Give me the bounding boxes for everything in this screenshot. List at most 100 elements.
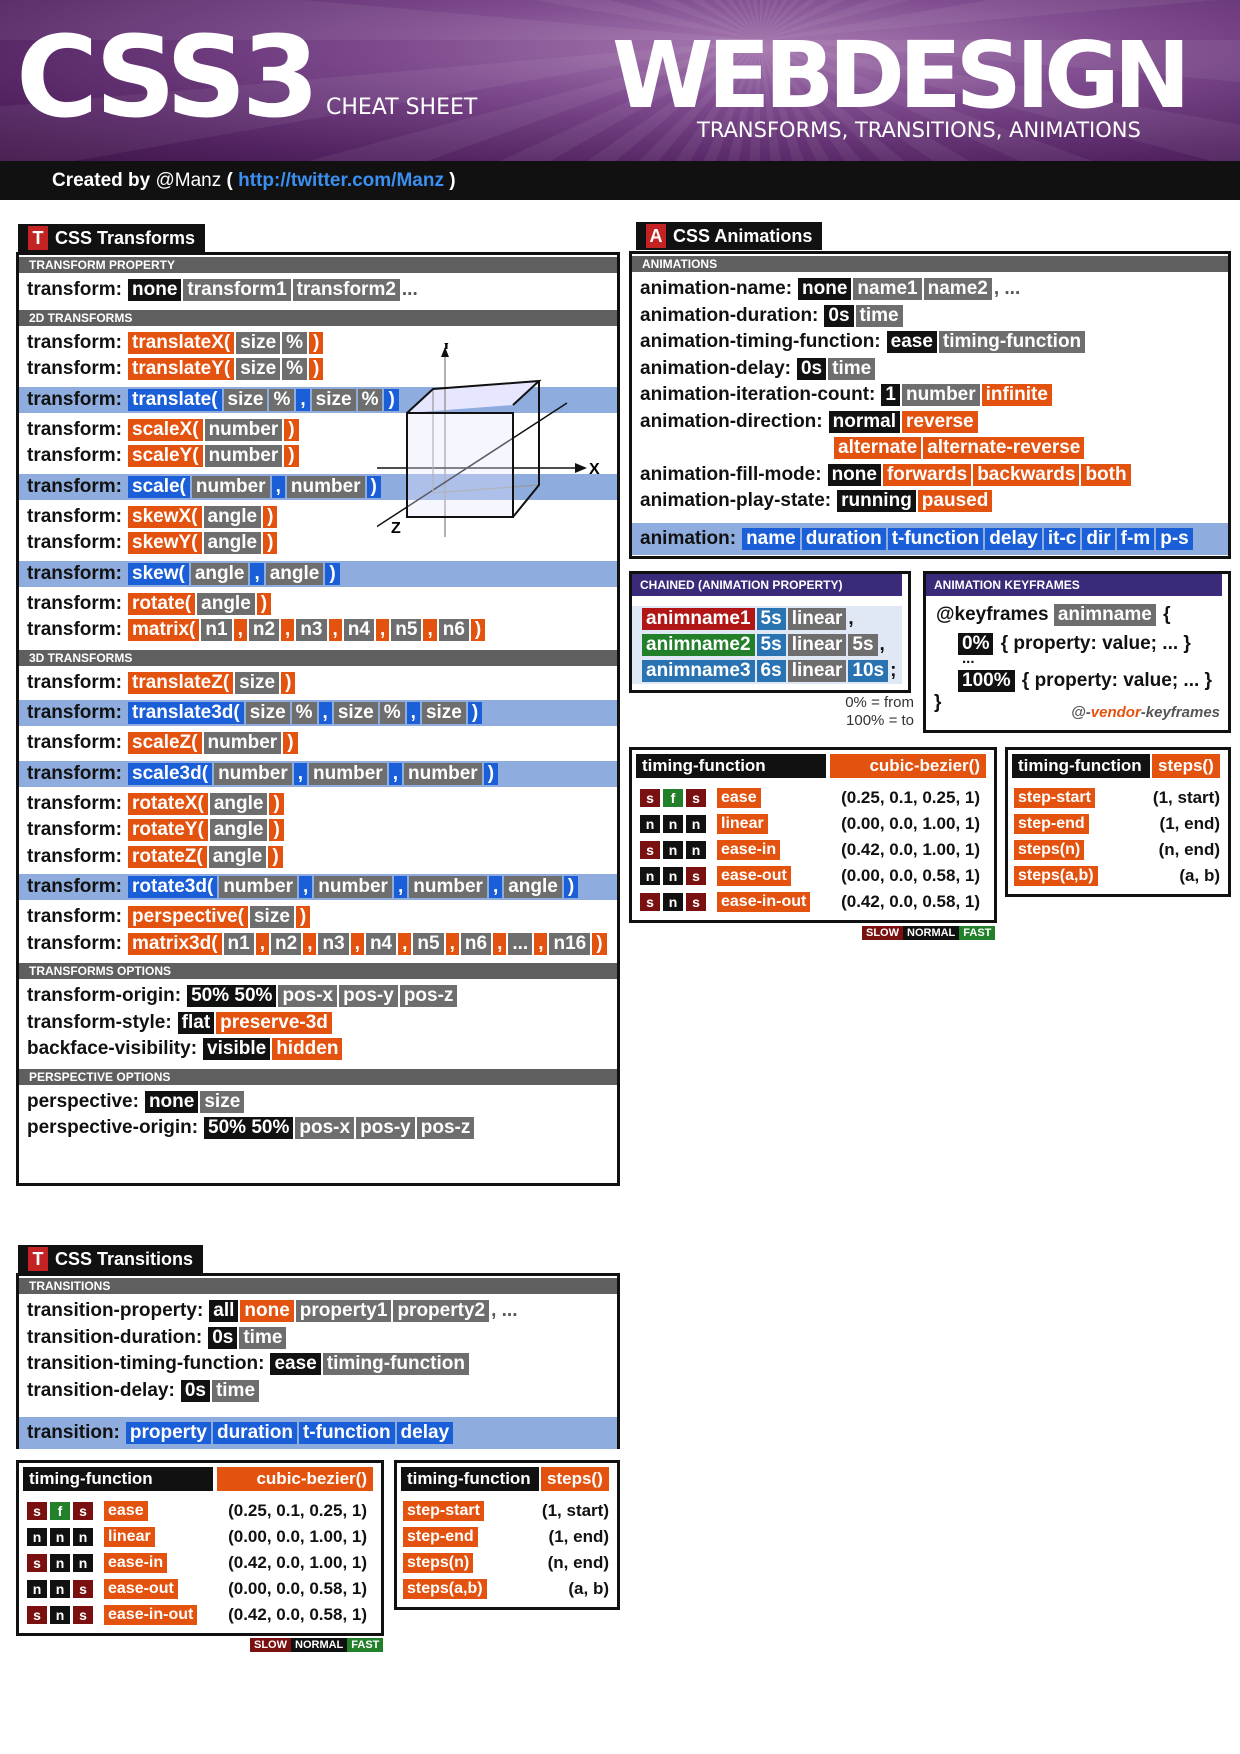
timing-name: ease-in xyxy=(104,1553,168,1573)
value-chip: scaleZ( xyxy=(128,732,202,754)
value-chip: ) xyxy=(268,845,283,868)
section-header: TRANSFORM PROPERTY xyxy=(19,257,617,273)
value-chip: skewX( xyxy=(128,505,202,528)
value-chip: none xyxy=(128,279,182,301)
x-arrow-head xyxy=(575,463,587,473)
value-chip: property2 xyxy=(393,1300,490,1322)
ray xyxy=(760,40,782,161)
value-chip: running xyxy=(837,490,916,512)
value-chip: number xyxy=(203,732,282,754)
value-chip: 5s xyxy=(756,608,786,630)
value-chip: forwards xyxy=(882,463,972,486)
keyframe-100-body: { property: value; ... } xyxy=(1021,670,1212,691)
steps-name: steps(n) xyxy=(1014,840,1085,860)
value-chip: translate3d( xyxy=(128,702,244,724)
value-chip: , xyxy=(388,762,402,785)
value-chip: ) xyxy=(592,932,607,955)
value-chip: % xyxy=(379,702,405,724)
speed-square: s xyxy=(27,1502,47,1520)
value-chip: n5 xyxy=(391,619,422,641)
property-name: transform: xyxy=(27,592,123,614)
ray xyxy=(760,0,779,40)
value-chip: ) xyxy=(563,876,579,898)
property-name: transform: xyxy=(27,932,123,954)
transform-row: transform:matrix(n1,n2,n3,n4,n5,n6) xyxy=(19,617,617,643)
value-chip: % xyxy=(269,388,295,411)
value-chip: timing-function xyxy=(322,1353,469,1375)
speed-square: s xyxy=(73,1580,93,1598)
ray xyxy=(760,0,800,40)
value-chip: time xyxy=(239,1326,287,1349)
steps-value: (n, end) xyxy=(1158,840,1220,859)
property-name: animation-fill-mode: xyxy=(640,463,822,485)
legend-normal: NORMAL xyxy=(291,1638,348,1652)
value-chip: normal xyxy=(828,410,900,433)
value-chip: number xyxy=(901,384,980,406)
value-chip: ) xyxy=(470,619,486,641)
row-suffix: ; xyxy=(890,660,897,681)
property-name: animation-delay: xyxy=(640,357,791,379)
row-suffix: ... xyxy=(401,279,418,300)
value-chip: paused xyxy=(917,490,993,512)
speed-square: n xyxy=(27,1580,47,1598)
value-chip: , xyxy=(534,932,548,955)
speed-square: n xyxy=(73,1554,93,1572)
transform-row: transform:scaleZ(number) xyxy=(19,730,617,756)
timing-name: ease xyxy=(104,1501,148,1521)
ray xyxy=(760,0,846,40)
value-chip: pos-y xyxy=(339,985,398,1007)
logo-webdesign: WEBDESIGN xyxy=(612,22,1191,129)
value-chip: animname3 xyxy=(642,660,755,682)
keyframes-open: { xyxy=(1163,604,1171,625)
speed-square: s xyxy=(27,1554,47,1572)
tab-label: CSS Transforms xyxy=(55,228,196,248)
value-chip: dir xyxy=(1082,527,1115,550)
value-chip: n4 xyxy=(365,932,397,955)
value-chip: , xyxy=(375,619,390,641)
value-chip: reverse xyxy=(901,410,978,433)
value-chip: n2 xyxy=(248,619,280,641)
speed-square: n xyxy=(663,867,683,885)
value-chip: it-c xyxy=(1043,527,1081,550)
ray xyxy=(727,40,760,161)
value-chip: angle xyxy=(197,592,255,615)
value-chip: translate( xyxy=(128,388,222,411)
property-name: transform-style: xyxy=(27,1011,172,1033)
legend-fast: FAST xyxy=(347,1638,384,1652)
property-name: animation-duration: xyxy=(640,304,819,326)
ray xyxy=(760,0,1218,40)
value-chip: ) xyxy=(483,762,499,785)
value-chip: % xyxy=(357,388,383,411)
steps-row: step-end(1, end) xyxy=(1014,812,1220,836)
value-chip: n6 xyxy=(438,619,469,641)
value-chip: number xyxy=(409,876,487,898)
section-header: TRANSITIONS xyxy=(19,1278,617,1294)
ray xyxy=(760,0,764,40)
ray xyxy=(587,40,760,161)
speed-square: s xyxy=(640,893,660,911)
value-chip: time xyxy=(855,304,903,327)
steps-value: (n, end) xyxy=(547,1553,609,1572)
value-chip: matrix( xyxy=(128,619,200,641)
cube-back-bottom xyxy=(432,484,540,494)
3d-axes-diagram: YXZ xyxy=(377,343,600,537)
ray xyxy=(0,0,760,40)
value-chip: ) xyxy=(263,505,278,528)
value-chip: , xyxy=(233,619,247,641)
value-chip: size xyxy=(236,358,281,380)
value-chip: size xyxy=(235,671,280,694)
property-name: transform: xyxy=(27,562,123,584)
property-name: animation: xyxy=(640,527,737,549)
credit-url-link[interactable]: http://twitter.com/Manz xyxy=(238,170,444,191)
value-chip: pos-x xyxy=(295,1117,355,1139)
speed-square: s xyxy=(27,1606,47,1624)
ray xyxy=(760,0,771,40)
